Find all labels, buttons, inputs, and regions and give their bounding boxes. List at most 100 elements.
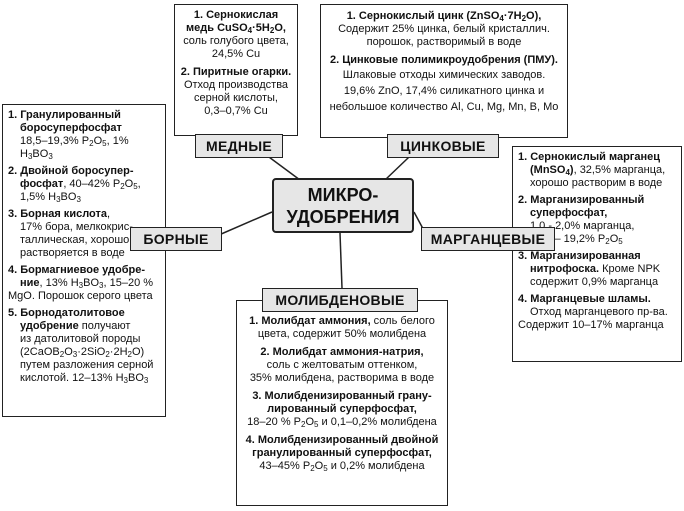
formula-part: (MnSO <box>530 164 566 176</box>
formula-part: , 32,5% марганца, <box>573 164 666 176</box>
copper-item-2: 2. Пиритные огарки. Отход производства с… <box>179 66 293 118</box>
boron-item-3: 3. Борная кислота, 17% бора, мелкокрис- … <box>8 208 160 260</box>
formula-part: , 40–42% P <box>63 178 121 190</box>
formula-part: BO <box>60 191 77 203</box>
manganese-item-1-line: (MnSO4), 32,5% марганца, <box>518 164 676 177</box>
label-boron: БОРНЫЕ <box>130 227 222 251</box>
sub: 3 <box>78 281 84 290</box>
formula-part: 1. Молибдат аммония, <box>249 315 371 327</box>
boron-item-3-line: растворяется в воде <box>20 247 125 259</box>
formula-part: BO <box>128 372 144 384</box>
molybdenum-item-3-head: 3. Молибденизированный грану- <box>252 390 432 402</box>
formula-part: , 15–20 % <box>103 277 154 289</box>
boron-item-3-line: 17% бора, мелкокрис- <box>20 221 133 233</box>
boron-item-2-head: 2. Двойной боросупер- <box>8 165 134 177</box>
formula-part: 1,5% H <box>20 191 57 203</box>
sub: 5 <box>618 237 623 246</box>
boron-box: 1. Гранулированный боросуперфосфат 18,5–… <box>2 104 166 417</box>
center-title-line: МИКРО- <box>307 185 379 205</box>
sub: 3 <box>27 152 33 161</box>
manganese-item-4: 4. Марганцевые шламы. Отход марганцевого… <box>518 293 676 332</box>
copper-item-2-line: серной кислоты, <box>193 92 278 104</box>
formula-part: O <box>314 460 324 472</box>
formula-part: и 0,2% молибдена <box>327 460 425 472</box>
label-manganese: МАРГАНЦЕВЫЕ <box>421 227 555 251</box>
sub: 4 <box>565 168 570 177</box>
boron-item-5-line: кислотой. 12–13% H3BO3 <box>8 372 160 385</box>
sub: 3 <box>48 152 53 161</box>
formula-part: 18–20 % P <box>247 416 301 428</box>
boron-item-5-line: (2CaOB2O3·2SiO2·2H2O) <box>8 346 160 359</box>
formula-part: ние <box>20 277 40 289</box>
boron-item-4: 4. Бормагниевое удобре- ние, 13% H3BO3, … <box>8 264 160 303</box>
sub: 2 <box>59 350 65 359</box>
boron-item-5-line: из датолитовой породы <box>20 333 141 345</box>
sub: 2 <box>89 139 94 148</box>
manganese-item-3: 3. Марганизированная нитрофоска. Кроме N… <box>518 250 676 289</box>
boron-item-2-line: 1,5% H3BO3 <box>8 191 160 204</box>
molybdenum-item-2-head: 2. Молибдат аммония-натрия, <box>260 346 424 358</box>
boron-item-1-line: 18,5–19,3% P2O5, 1% H3BO3 <box>8 135 160 161</box>
label-molybdenum: МОЛИБДЕНОВЫЕ <box>262 288 418 312</box>
manganese-item-1-line: хорошо растворим в воде <box>530 177 663 189</box>
molybdenum-item-1: 1. Молибдат аммония, соль белого цвета, … <box>243 315 441 341</box>
copper-box: 1. Сернокислая медь CuSO4·5H2O, соль гол… <box>174 4 298 136</box>
copper-item-1-formula: медь CuSO <box>186 22 248 34</box>
molybdenum-item-3-line: 18–20 % P2O5 и 0,1–0,2% молибдена <box>243 416 441 429</box>
molybdenum-item-4-head: гранулированный суперфосфат, <box>252 447 432 459</box>
formula-part: ) <box>569 164 574 176</box>
manganese-item-2-head: 2. Марганизированный <box>518 194 645 206</box>
sub: 5 <box>314 420 319 429</box>
formula-part: получают <box>78 320 131 332</box>
sub: 2 <box>605 237 610 246</box>
zinc-item-1-line: порошок, растворимый в воде <box>366 36 522 48</box>
formula-part: ·2SiO <box>77 346 106 358</box>
sub: 3 <box>56 195 61 204</box>
manganese-item-2-head: суперфосфат, <box>530 207 608 219</box>
copper-item-2-line: Отход производства <box>183 79 289 91</box>
formula-part: ·2H <box>109 346 128 358</box>
sub: 2 <box>310 464 315 473</box>
formula-part: , <box>107 208 111 220</box>
sub: 5 <box>102 139 107 148</box>
formula-part: фосфат <box>20 178 64 190</box>
formula-part: (2CaOB <box>20 346 60 358</box>
copper-item-1-head: 1. Сернокислая <box>193 9 279 21</box>
sub: 2 <box>301 420 306 429</box>
sub: 2 <box>127 350 132 359</box>
boron-item-1-head: боросуперфосфат <box>20 122 122 134</box>
manganese-item-1-head: 1. Сернокислый марганец <box>518 151 661 163</box>
sub: 4 <box>499 14 504 23</box>
sub: 3 <box>143 376 149 385</box>
boron-item-2: 2. Двойной боросупер- фосфат, 40–42% P2O… <box>8 165 160 204</box>
molybdenum-item-3-head: лированный суперфосфат, <box>267 403 417 415</box>
formula-part: ·7H <box>503 10 522 22</box>
manganese-item-3-head: 3. Марганизированная <box>518 250 641 262</box>
formula-part: O <box>305 416 315 428</box>
manganese-item-1: 1. Сернокислый марганец (MnSO4), 32,5% м… <box>518 151 676 190</box>
zinc-item-2: 2. Цинковые полимикроудобрения (ПМУ). Шл… <box>327 54 561 114</box>
boron-item-4-line: MgO. Порошок серого цвета <box>8 290 153 302</box>
manganese-item-4-line: Содержит 10–17% марганца <box>518 319 664 331</box>
zinc-item-2-line: 19,6% ZnO, 17,4% силикатного цинка и <box>343 85 545 97</box>
formula-part: O <box>124 178 134 190</box>
formula-part: кислотой. 12–13% H <box>20 372 124 384</box>
boron-item-4-head: 4. Бормагниевое удобре- <box>8 264 145 276</box>
boron-item-5-line: путем разложения серной <box>20 359 154 371</box>
molybdenum-item-2: 2. Молибдат аммония-натрия, соль с желто… <box>243 346 441 385</box>
copper-item-2-head: 2. Пиритные огарки. <box>180 66 292 78</box>
formula-part: 3. Борная кислота <box>8 208 107 220</box>
zinc-item-2-head: 2. Цинковые полимикроудобрения (ПМУ). <box>330 54 558 66</box>
formula-part: Кроме NPK <box>599 263 661 275</box>
copper-item-1-line: соль голубого цвета, <box>183 35 289 47</box>
zinc-item-2-line: небольшое количество Al, Cu, Mg, Mn, B, … <box>329 101 559 113</box>
formula-part: ·5H <box>252 22 270 34</box>
sub: 3 <box>72 350 78 359</box>
formula-part: , 13% H <box>39 277 79 289</box>
boron-item-1-head: 1. Гранулированный <box>8 109 121 121</box>
sub: 3 <box>123 376 128 385</box>
formula-part: , 1% H <box>20 135 129 160</box>
boron-item-5-head: 5. Борнодатолитовое <box>8 307 125 319</box>
molybdenum-item-4: 4. Молибденизированный двойной гранулиро… <box>243 434 441 473</box>
boron-item-3-head: 3. Борная кислота, <box>8 208 160 221</box>
